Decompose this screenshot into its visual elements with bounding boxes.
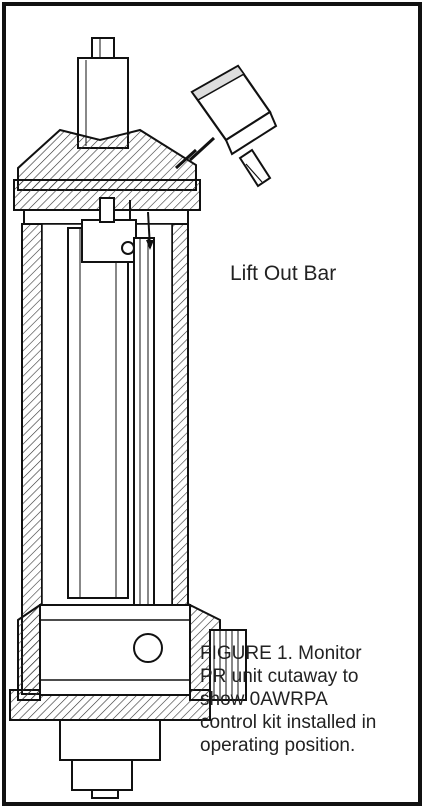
bottom-stem: [59, 719, 161, 799]
control-kit-switch: [174, 64, 278, 188]
lift-out-bar-label: Lift Out Bar: [230, 262, 337, 285]
lower-housing: [9, 603, 221, 721]
lift-out-bar: [129, 200, 155, 619]
figure-caption: FIGURE 1. Monitor PR unit cutaway to sho…: [200, 642, 416, 757]
caption-line: PR unit cutaway to: [200, 666, 359, 687]
caption-line: operating position.: [200, 735, 356, 756]
caption-line: FIGURE 1. Monitor: [200, 643, 362, 664]
caption-line: show 0AWRPA: [200, 689, 328, 710]
inner-piston: [67, 197, 137, 599]
side-outlet: [133, 629, 247, 701]
top-rod: [77, 37, 129, 149]
caption-line: control kit installed in: [200, 712, 377, 733]
